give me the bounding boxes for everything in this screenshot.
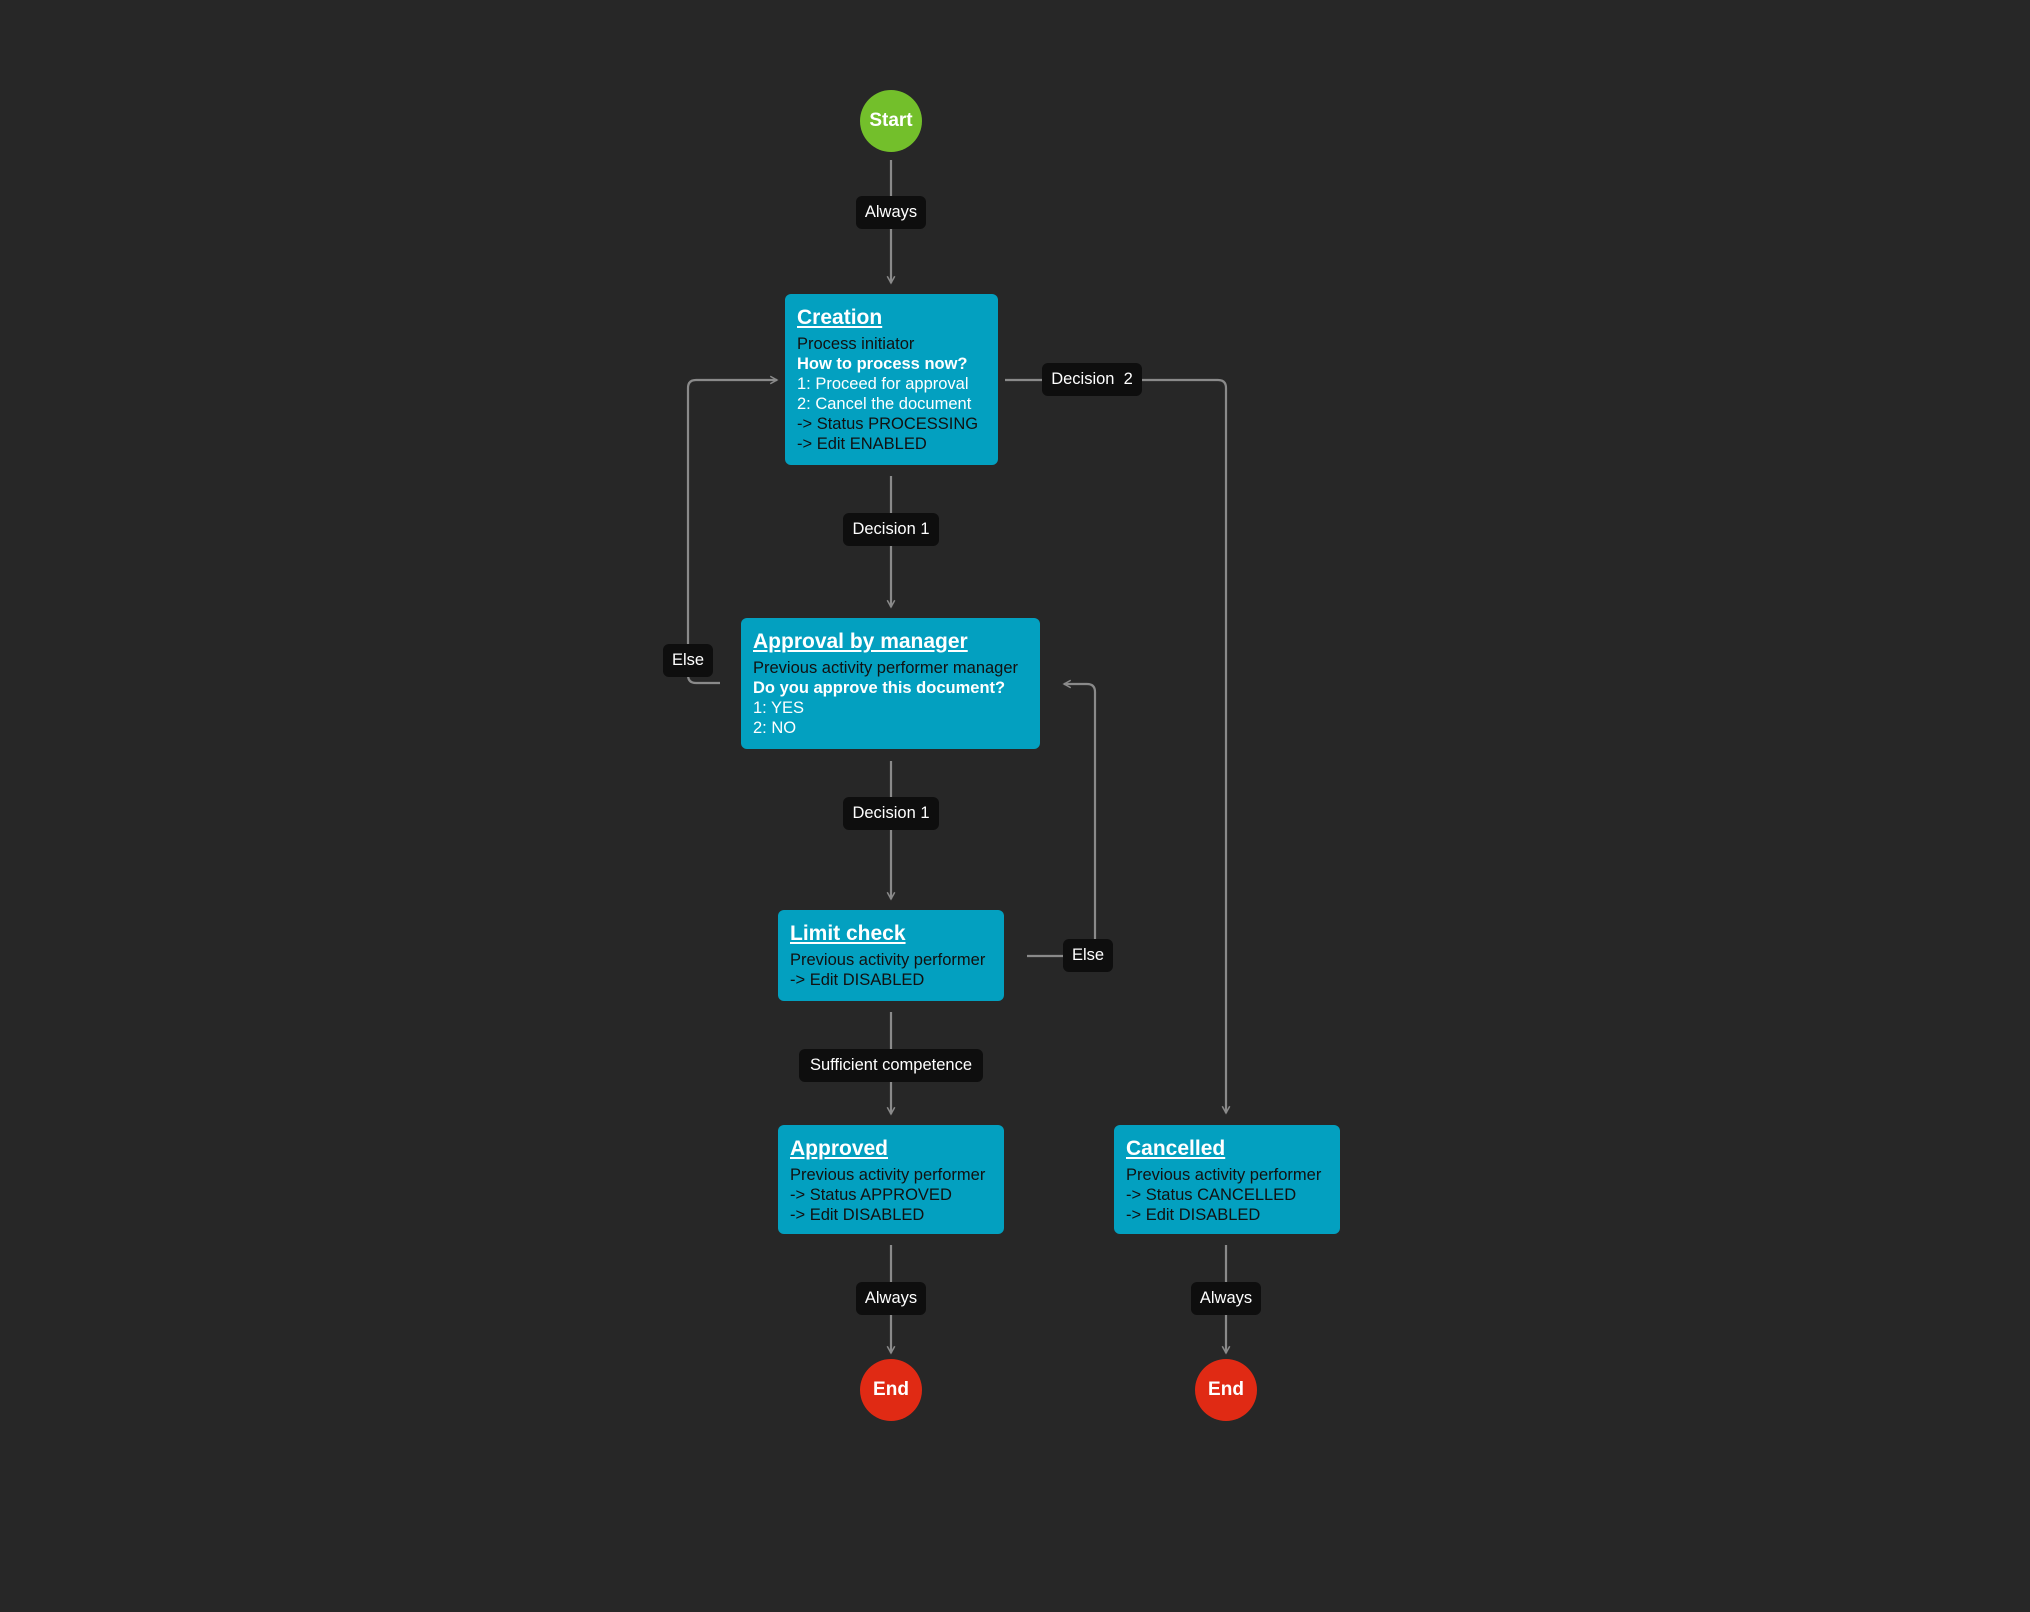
activity-option: 2: NO (753, 719, 797, 737)
activity-effect: -> Edit ENABLED (797, 435, 927, 453)
edge-label-else[interactable]: Else (1063, 939, 1113, 972)
activity-title[interactable]: Approval by manager (753, 630, 968, 653)
activity-question: Do you approve this document? (753, 679, 1006, 697)
edge-label-else[interactable]: Else (663, 644, 713, 677)
activity-effect: -> Edit DISABLED (790, 971, 925, 989)
start-node[interactable]: Start (860, 90, 922, 152)
edge-label-decision-1[interactable]: Decision 1 (843, 797, 939, 830)
end-label: End (1208, 1379, 1244, 1400)
activity-title[interactable]: Approved (790, 1137, 889, 1160)
edge-label-decision-2[interactable]: Decision 2 (1042, 363, 1142, 396)
edge-label-sufficient-competence[interactable]: Sufficient competence (799, 1049, 983, 1082)
activity-approval-by-manager[interactable]: Approval by manager Previous activity pe… (741, 618, 1040, 749)
activity-option: 2: Cancel the document (797, 395, 972, 413)
activity-performer: Process initiator (797, 335, 915, 353)
start-label: Start (869, 110, 913, 131)
activity-title[interactable]: Limit check (790, 922, 906, 945)
activity-creation[interactable]: Creation Process initiator How to proces… (785, 294, 998, 465)
activity-effect: -> Status PROCESSING (797, 415, 979, 433)
activity-option: 1: YES (753, 699, 805, 717)
activity-performer: Previous activity performer manager (753, 659, 1019, 677)
activity-cancelled[interactable]: Cancelled Previous activity performer ->… (1114, 1125, 1340, 1234)
activity-limit-check[interactable]: Limit check Previous activity performer … (778, 910, 1004, 1001)
edge-label-always[interactable]: Always (1191, 1282, 1261, 1315)
activity-question: How to process now? (797, 355, 968, 373)
end-node-cancelled[interactable]: End (1195, 1359, 1257, 1421)
activity-effect: -> Status CANCELLED (1126, 1186, 1297, 1204)
activity-approved[interactable]: Approved Previous activity performer -> … (778, 1125, 1004, 1234)
edge-approval-else-to-creation[interactable] (686, 380, 777, 685)
activity-performer: Previous activity performer (790, 951, 986, 969)
edge-label-always[interactable]: Always (856, 196, 926, 229)
edge-creation-to-cancelled[interactable] (1005, 378, 1226, 1113)
activity-effect: -> Edit DISABLED (1126, 1206, 1261, 1224)
activity-title[interactable]: Creation (797, 306, 883, 329)
activity-effect: -> Status APPROVED (790, 1186, 952, 1204)
end-node-approved[interactable]: End (860, 1359, 922, 1421)
edge-label-decision-1[interactable]: Decision 1 (843, 513, 939, 546)
activity-effect: -> Edit DISABLED (790, 1206, 925, 1224)
edge-limit-else-to-approval[interactable] (1027, 684, 1097, 958)
activity-performer: Previous activity performer (1126, 1166, 1322, 1184)
activity-performer: Previous activity performer (790, 1166, 986, 1184)
activity-title[interactable]: Cancelled (1126, 1137, 1226, 1160)
edge-label-always[interactable]: Always (856, 1282, 926, 1315)
activity-option: 1: Proceed for approval (797, 375, 969, 393)
end-label: End (873, 1379, 909, 1400)
